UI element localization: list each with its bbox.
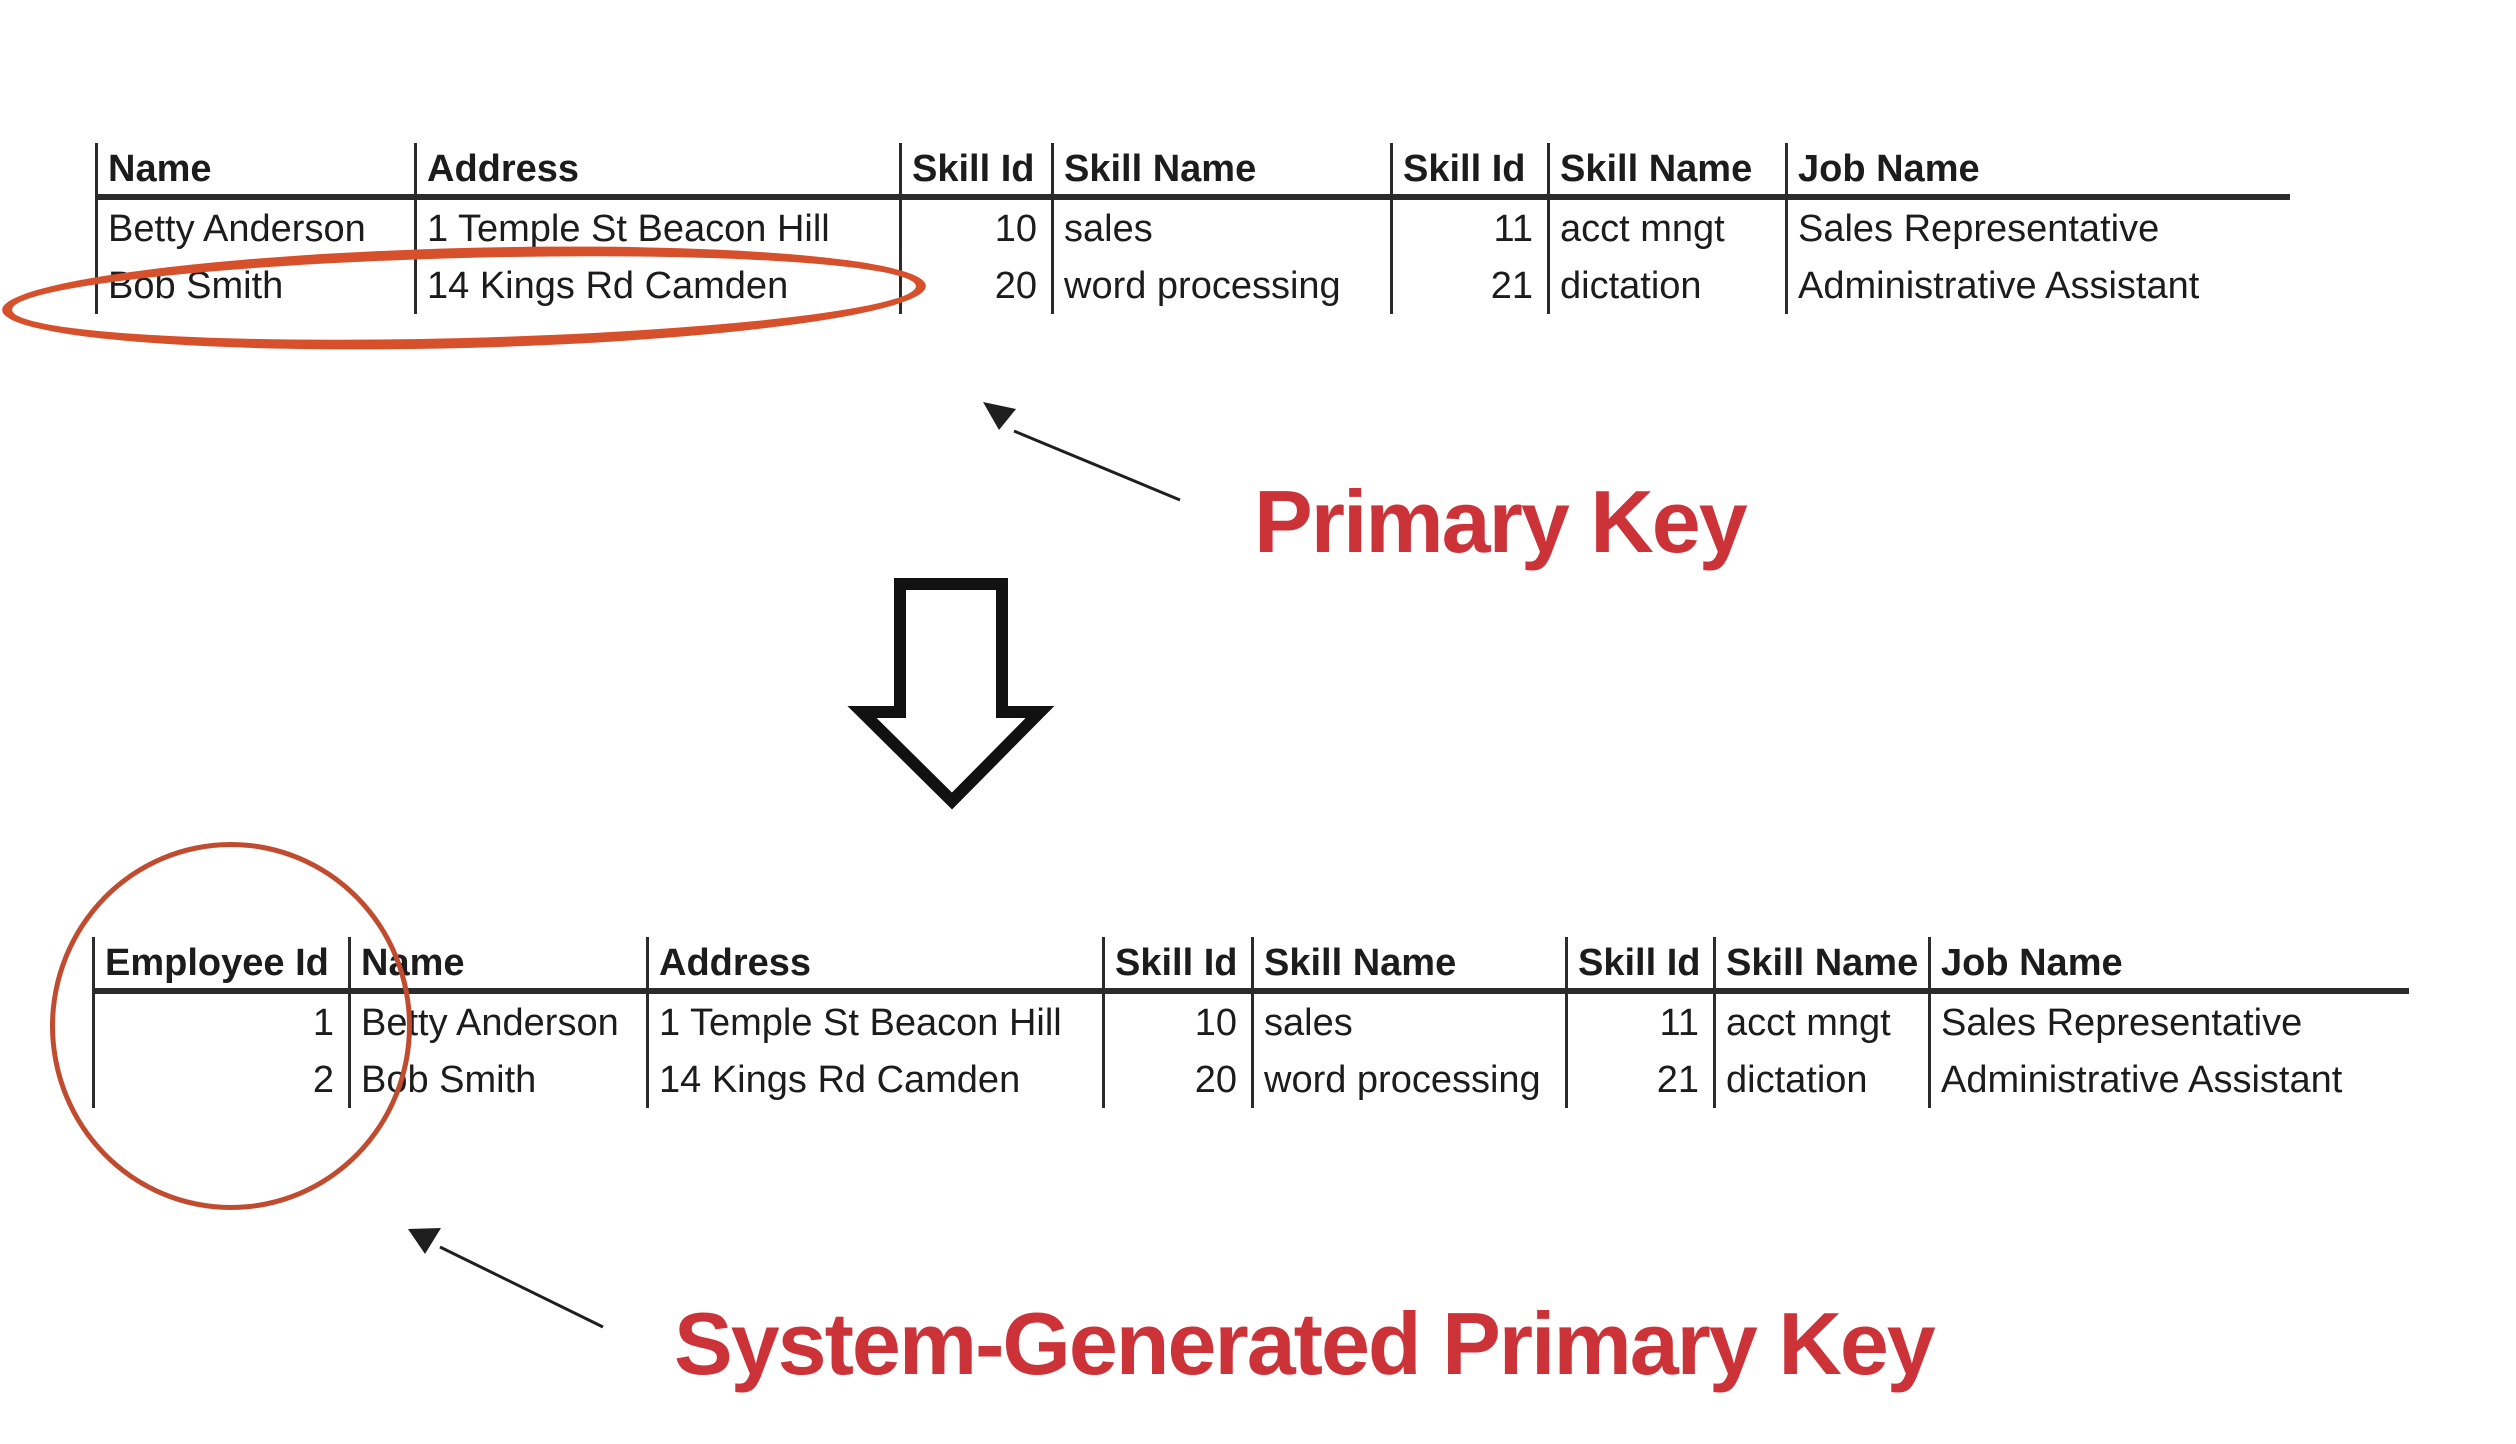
col-header-skill-id-2: Skill Id — [1390, 143, 1549, 200]
cell-skill-name-1: sales — [1051, 197, 1392, 257]
col-header-skill-name-2: Skill Name — [1547, 143, 1787, 200]
table-row: Betty Anderson 1 Temple St Beacon Hill 1… — [95, 197, 2290, 257]
system-generated-primary-key-label: System-Generated Primary Key — [674, 1294, 1936, 1393]
cell-job-name: Administrative Assistant — [1785, 257, 2290, 314]
col-header-address: Address — [414, 143, 901, 200]
col-header-skill-name-2: Skill Name — [1713, 937, 1930, 994]
cell-job-name: Administrative Assistant — [1928, 1051, 2409, 1108]
col-header-skill-name-1: Skill Name — [1051, 143, 1392, 200]
col-header-skill-id-1: Skill Id — [1102, 937, 1253, 994]
cell-skill-id-2: 11 — [1390, 197, 1549, 257]
cell-job-name: Sales Representative — [1785, 197, 2290, 257]
cell-skill-name-2: dictation — [1547, 257, 1787, 314]
col-header-job-name: Job Name — [1785, 143, 2290, 200]
arrowhead-icon — [983, 402, 1016, 430]
arrow-to-primary-key-row — [983, 402, 1181, 502]
highlight-circle-employee-id-column — [50, 842, 412, 1210]
col-header-skill-id-2: Skill Id — [1565, 937, 1715, 994]
cell-address: 1 Temple St Beacon Hill — [646, 991, 1104, 1051]
cell-skill-name-1: word processing — [1051, 257, 1392, 314]
cell-skill-id-1: 20 — [1102, 1051, 1253, 1108]
cell-job-name: Sales Representative — [1928, 991, 2409, 1051]
cell-name: Betty Anderson — [95, 197, 416, 257]
cell-skill-name-2: acct mngt — [1547, 197, 1787, 257]
col-header-skill-name-1: Skill Name — [1251, 937, 1567, 994]
cell-skill-id-1: 20 — [899, 257, 1053, 314]
cell-name: Bob Smith — [95, 257, 416, 314]
cell-skill-id-2: 11 — [1565, 991, 1715, 1051]
employee-table-after: Employee Id Name Address Skill Id Skill … — [92, 937, 2409, 1108]
arrowhead-icon — [408, 1228, 441, 1254]
cell-skill-name-2: dictation — [1713, 1051, 1930, 1108]
primary-key-label: Primary Key — [1254, 472, 1748, 571]
table-header-row: Name Address Skill Id Skill Name Skill I… — [95, 143, 2290, 200]
col-header-job-name: Job Name — [1928, 937, 2409, 994]
col-header-address: Address — [646, 937, 1104, 994]
cell-skill-id-2: 21 — [1565, 1051, 1715, 1108]
employee-table-before: Name Address Skill Id Skill Name Skill I… — [95, 143, 2290, 314]
cell-skill-id-2: 21 — [1390, 257, 1549, 314]
col-header-skill-id-1: Skill Id — [899, 143, 1053, 200]
arrow-to-employee-id-column — [408, 1228, 604, 1329]
table-row: 1 Betty Anderson 1 Temple St Beacon Hill… — [92, 991, 2409, 1051]
table-row: Bob Smith 14 Kings Rd Camden 20 word pro… — [95, 257, 2290, 314]
cell-skill-name-1: word processing — [1251, 1051, 1567, 1108]
cell-skill-id-1: 10 — [899, 197, 1053, 257]
cell-skill-name-1: sales — [1251, 991, 1567, 1051]
cell-address: 1 Temple St Beacon Hill — [414, 197, 901, 257]
cell-skill-name-2: acct mngt — [1713, 991, 1930, 1051]
cell-skill-id-1: 10 — [1102, 991, 1253, 1051]
cell-address: 14 Kings Rd Camden — [646, 1051, 1104, 1108]
table-header-row: Employee Id Name Address Skill Id Skill … — [92, 937, 2409, 994]
col-header-name: Name — [95, 143, 416, 200]
cell-address: 14 Kings Rd Camden — [414, 257, 901, 314]
down-arrow-icon — [847, 578, 1055, 810]
table-row: 2 Bob Smith 14 Kings Rd Camden 20 word p… — [92, 1051, 2409, 1108]
